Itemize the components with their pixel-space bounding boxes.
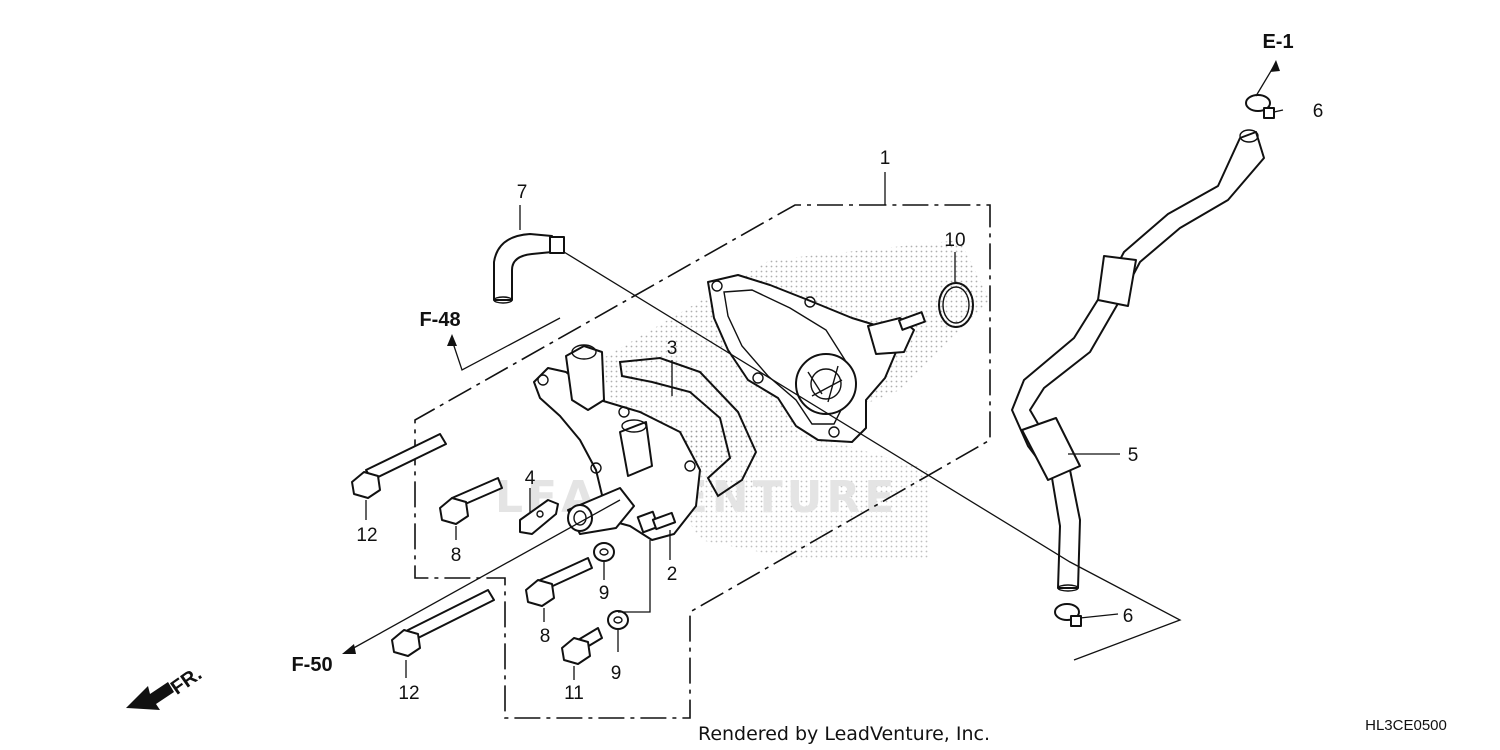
assembly-outline: [414, 204, 991, 719]
ref-line-f50: [349, 499, 621, 651]
label-part-8-upper: 8: [451, 545, 462, 566]
label-part-10: 10: [944, 230, 965, 251]
ref-arrow-e1: [1270, 60, 1280, 72]
label-part-9-lower: 9: [611, 663, 622, 684]
front-arrow-icon: [126, 682, 174, 710]
clamp-lower-part-6: [1054, 603, 1082, 627]
washer-part-9-lower: [607, 610, 629, 630]
o-ring-part-10: [938, 282, 974, 328]
label-part-11: 11: [564, 683, 584, 704]
front-label: FR.: [167, 663, 206, 700]
ref-line-f48: [451, 317, 561, 371]
label-part-12-upper: 12: [356, 525, 377, 546]
bolt-part-11: [561, 627, 603, 665]
diagram-code: HL3CE0500: [1365, 717, 1447, 734]
ref-arrow-f50: [342, 644, 356, 654]
label-part-4: 4: [525, 468, 536, 489]
label-part-8-lower: 8: [540, 626, 551, 647]
label-part-1: 1: [880, 148, 891, 169]
hose-part-7: [493, 233, 553, 301]
bolt-part-8-lower: [525, 557, 593, 607]
bolt-part-12-lower: [391, 589, 495, 657]
hose-7-fitting: [549, 236, 565, 254]
bolt-part-8-upper: [439, 477, 503, 525]
label-part-9-upper: 9: [599, 583, 610, 604]
ref-arrow-f48: [447, 334, 457, 346]
label-part-2: 2: [667, 564, 678, 585]
ref-f48: F-48: [419, 309, 460, 331]
ref-f50: F-50: [291, 654, 332, 676]
bolt-part-12-upper: [351, 433, 447, 499]
hose-7-end: [493, 296, 513, 304]
shading-lower: [640, 420, 930, 560]
ref-e1: E-1: [1262, 31, 1293, 53]
leader-6-upper: [1273, 109, 1284, 113]
leader-7-to-6: [563, 251, 1182, 661]
label-part-6-upper: 6: [1313, 101, 1324, 122]
label-part-3: 3: [667, 338, 678, 359]
label-part-5: 5: [1128, 445, 1139, 466]
o-ring-inner: [942, 286, 970, 324]
gasket-part-3: [618, 356, 758, 498]
drain-bolt-part-2: [636, 510, 677, 534]
label-part-6-lower: 6: [1123, 606, 1134, 627]
washer-part-9-upper: [593, 542, 615, 562]
leader-cover-to-washer: [618, 540, 651, 613]
bracket-hole: [536, 510, 544, 518]
clamp-upper-part-6: [1245, 94, 1275, 119]
render-credit: Rendered by LeadVenture, Inc.: [698, 723, 990, 745]
water-pump-assembly: [707, 274, 926, 443]
leader-6-lower: [1079, 613, 1119, 619]
hose-part-5: [1011, 129, 1265, 592]
label-part-12-lower: 12: [398, 683, 419, 704]
label-part-7: 7: [517, 182, 528, 203]
